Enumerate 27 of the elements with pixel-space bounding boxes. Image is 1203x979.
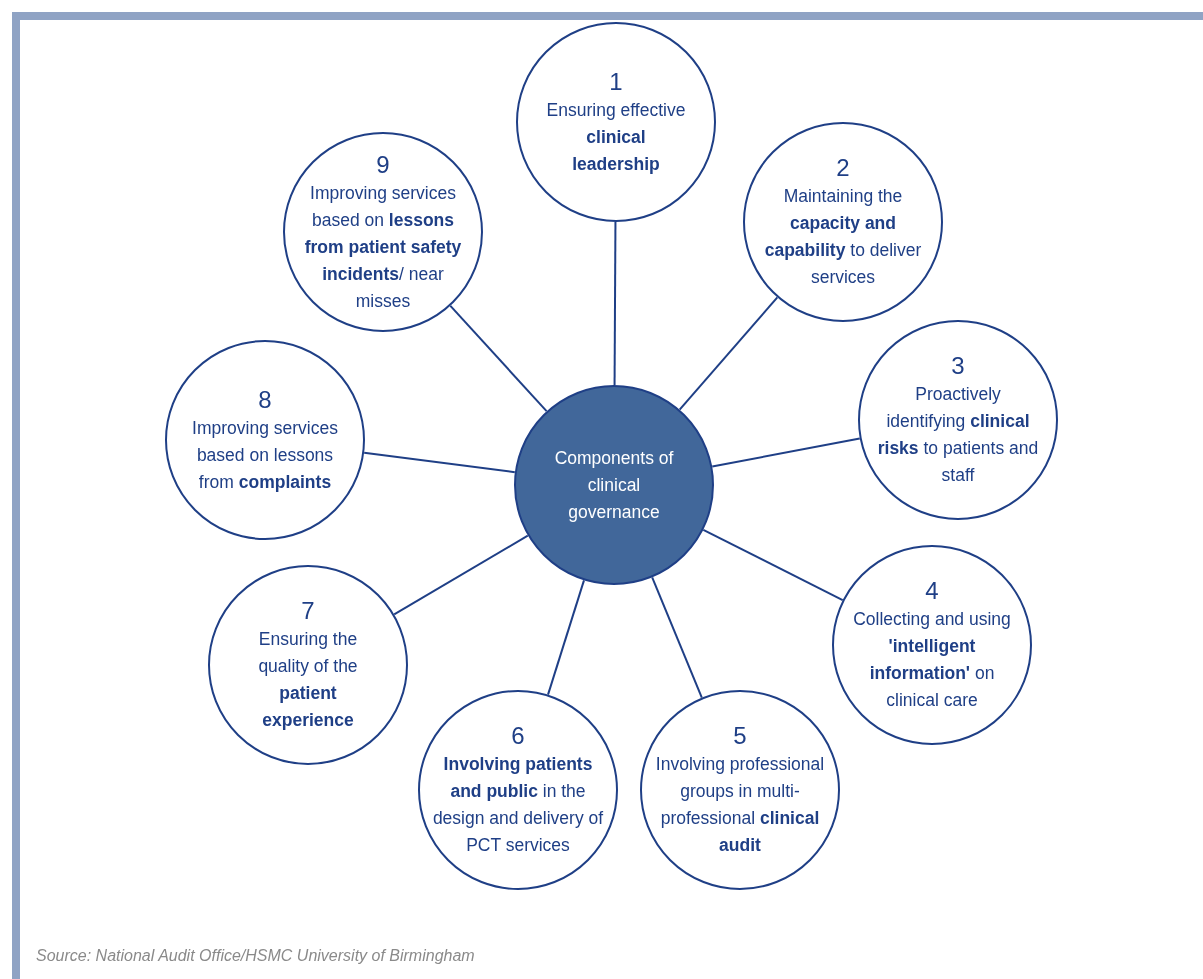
component-text: Improving services based on lessons from patient safety incidents/ near misses <box>303 181 463 313</box>
source-caption: Source: National Audit Office/HSMC University of Birmingham <box>36 946 475 966</box>
component-text: Improving services based on lessons from complaints <box>191 416 339 494</box>
connector-line <box>449 304 548 413</box>
circle-number: 8 <box>257 384 273 415</box>
connector-line <box>613 221 617 386</box>
connector-line <box>702 528 844 602</box>
circle-number: 2 <box>835 153 851 183</box>
circle-number: 3 <box>950 351 966 381</box>
connector-line <box>651 576 703 699</box>
component-text: Ensuring the quality of the patient experience <box>257 628 359 732</box>
connector-line <box>547 579 585 696</box>
component-text: Ensuring effective clinical leadership <box>545 98 687 176</box>
circle-number: 5 <box>732 721 748 751</box>
connector-line <box>678 296 779 411</box>
component-text: Involving professional groups in multi-professional clinical audit <box>655 753 825 857</box>
component-text: Collecting and using 'intelligent information' on clinical care <box>852 608 1012 712</box>
circle-number: 9 <box>375 149 391 180</box>
component-text: Maintaining the capacity and capability to deliver services <box>763 185 923 289</box>
center-label: Components of clinical governance <box>553 446 675 524</box>
circle-number: 7 <box>300 596 316 626</box>
component-text: Involving patients and public in the design and delivery of PCT services <box>431 753 605 857</box>
circle-number: 4 <box>924 576 940 606</box>
component-text: Proactively identifying clinical risks to patients and staff <box>876 383 1040 487</box>
connector-line <box>393 534 529 616</box>
circle-number: 6 <box>510 721 526 751</box>
circle-number: 1 <box>608 66 624 97</box>
